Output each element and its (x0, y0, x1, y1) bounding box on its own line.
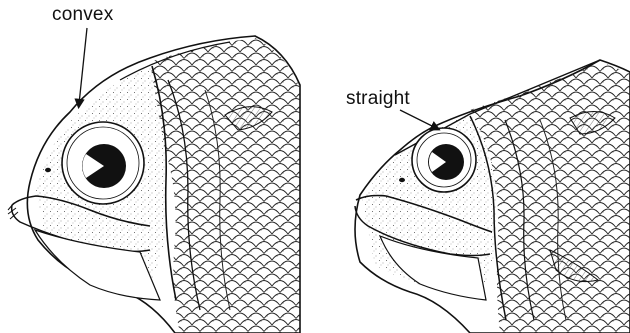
fish-head-left (8, 28, 300, 333)
fish-head-right (355, 60, 630, 333)
